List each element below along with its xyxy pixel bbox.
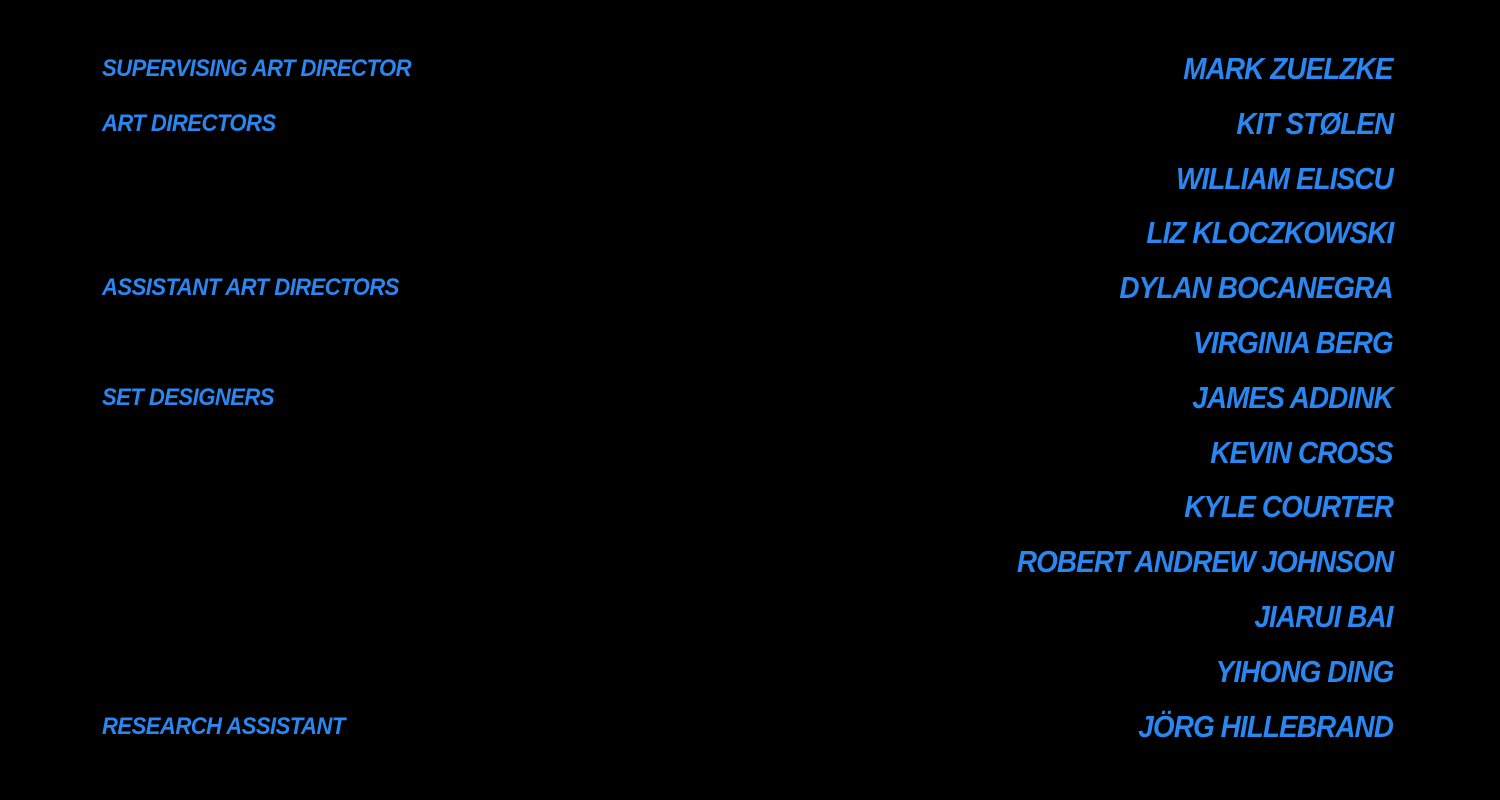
credit-role: RESEARCH ASSISTANT [102,712,345,740]
credit-row: WILLIAM ELISCU [0,161,1500,201]
credit-row: SUPERVISING ART DIRECTOR MARK ZUELZKE [0,51,1500,91]
credit-row: ART DIRECTORS KIT STØLEN [0,106,1500,146]
credit-role: ASSISTANT ART DIRECTORS [102,274,399,302]
credit-name: KIT STØLEN [1236,105,1394,141]
credit-row: YIHONG DING [0,654,1500,694]
credit-row: RESEARCH ASSISTANT JÖRG HILLEBRAND [0,709,1500,749]
credit-name: JÖRG HILLEBRAND [1138,708,1394,744]
credit-row: ASSISTANT ART DIRECTORS DYLAN BOCANEGRA [0,270,1500,310]
credit-name: KYLE COURTER [1184,489,1394,525]
credit-row: KYLE COURTER [0,489,1500,529]
credit-name: JIARUI BAI [1254,599,1394,634]
credit-row: SET DESIGNERS JAMES ADDINK [0,380,1500,420]
credit-name: YIHONG DING [1215,653,1394,689]
credit-row: LIZ KLOCZKOWSKI [0,215,1500,255]
credit-name: WILLIAM ELISCU [1176,160,1394,196]
credit-name: ROBERT ANDREW JOHNSON [1016,544,1394,580]
credit-name: JAMES ADDINK [1192,379,1393,415]
credit-role: SET DESIGNERS [102,383,275,411]
credit-name: LIZ KLOCZKOWSKI [1146,215,1394,251]
credit-row: VIRGINIA BERG [0,325,1500,365]
credit-role: ART DIRECTORS [102,109,276,137]
credit-name: DYLAN BOCANEGRA [1119,270,1394,306]
credit-row: JIARUI BAI [0,599,1500,639]
credit-name: KEVIN CROSS [1210,434,1394,470]
credit-row: ROBERT ANDREW JOHNSON [0,544,1500,584]
credit-role: SUPERVISING ART DIRECTOR [102,55,412,82]
credit-row: KEVIN CROSS [0,435,1500,475]
credit-name: MARK ZUELZKE [1183,51,1394,86]
credit-name: VIRGINIA BERG [1193,325,1394,360]
